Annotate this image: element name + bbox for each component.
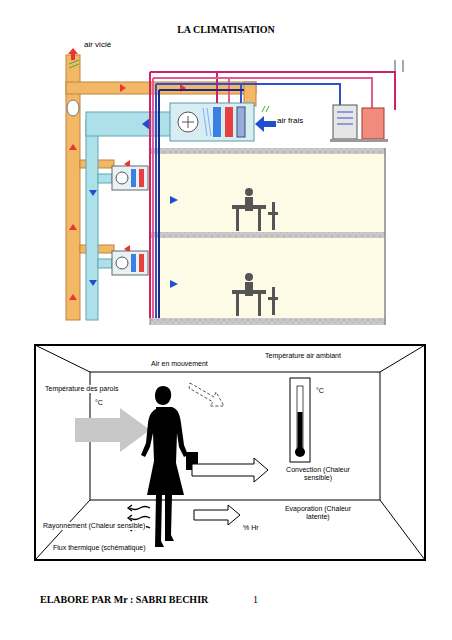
heat-label: Evaporation (Chaleur latente)	[282, 505, 354, 521]
caption-note: Flux thermique (schématique)	[52, 544, 147, 552]
air-motion-arrow	[189, 383, 224, 406]
pipes	[150, 72, 395, 318]
unit-label: °C	[316, 387, 336, 395]
author-note: ELABORE PAR Mr : SABRI BECHIR	[40, 594, 300, 606]
evaporation-arrow	[194, 505, 240, 525]
heat-label: Rayonnement (Chaleur sensible)	[42, 522, 146, 530]
plant	[330, 105, 388, 142]
room-label: Température des parois	[44, 385, 120, 393]
room-label: Air en mouvement	[150, 360, 209, 368]
exhaust-duct	[66, 55, 256, 320]
room-frame	[35, 345, 425, 560]
room-label: Température air ambiant	[258, 352, 348, 360]
person-silhouette	[141, 386, 188, 547]
pipe-ends	[395, 60, 403, 72]
exhaust-fan	[67, 100, 79, 116]
office-desk	[232, 188, 278, 316]
duct-label: air frais	[277, 116, 317, 125]
fresh-air-grille	[262, 106, 269, 112]
thermometer	[290, 378, 310, 462]
unit-label: °C	[95, 399, 115, 407]
wall-heat-arrow	[75, 408, 150, 452]
page-title: LA CLIMATISATION	[126, 24, 326, 36]
exhaust-arrow	[68, 48, 78, 60]
duct-label: air vicié	[84, 40, 144, 49]
air-handling-unit	[170, 103, 254, 141]
building	[150, 148, 385, 325]
supply-arrows	[89, 118, 178, 288]
page-number: 1	[253, 594, 273, 606]
exhaust-grille	[69, 60, 79, 68]
unit-label: % Hr	[243, 524, 273, 532]
heat-label: Convection (Chaleur sensible)	[282, 466, 354, 482]
convection-arrow	[192, 458, 268, 482]
fan-coil	[112, 166, 148, 275]
fresh-air-arrow	[255, 116, 276, 132]
